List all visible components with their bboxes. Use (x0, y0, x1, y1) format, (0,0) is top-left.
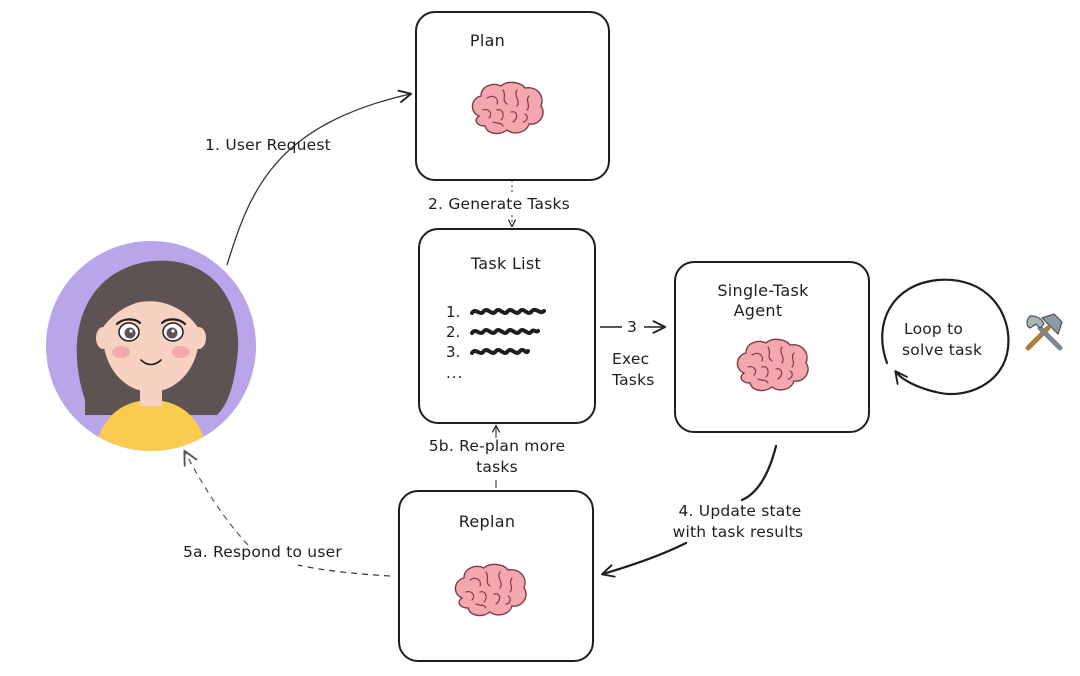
replan-node: Replan (398, 490, 594, 662)
brain-icon (454, 563, 527, 617)
task-item: 1. (446, 302, 546, 322)
edge-label-exec-line1: Exec (612, 350, 650, 368)
edge-label-update-line1: 4. Update state (678, 502, 802, 520)
brain-icon (471, 81, 544, 135)
arrow-respond-user (297, 564, 391, 577)
scribble-line (470, 328, 540, 335)
plan-title: Plan (469, 31, 506, 50)
task-item: 3. (446, 342, 530, 362)
edge-label-respond: 5a. Respond to user (183, 543, 342, 561)
edge-label-replan-more-line1: 5b. Re-plan more (428, 437, 566, 455)
edge-label-exec-line2: Tasks (612, 371, 655, 389)
task-list-title: Task List (470, 254, 542, 273)
edge-label-replan-more-line2: tasks (476, 458, 518, 476)
scribble-line (470, 307, 546, 315)
agent-title-line1: Single-Task (717, 281, 809, 300)
loop-arc (881, 278, 1010, 396)
task-item-number: 1. (446, 303, 461, 321)
agent-node: Single-Task Agent (674, 261, 870, 433)
scribble-line (470, 347, 530, 355)
agent-title-line2: Agent (733, 301, 783, 320)
arrow-respond-user-head (183, 449, 249, 546)
edge-label-step3: 3 (627, 318, 638, 336)
task-item: 2. (446, 322, 540, 342)
loop-label-line1: Loop to (904, 320, 964, 338)
arrow-update-state (603, 444, 778, 574)
user-avatar (46, 241, 256, 451)
brain-icon (736, 338, 809, 392)
loop-label-line2: solve task (902, 341, 983, 359)
task-item-number: 2. (446, 323, 461, 341)
task-list-node: Task List 1. 2. 3. ... (418, 228, 596, 424)
task-list-ellipsis: ... (446, 364, 464, 382)
arrow-user-request (226, 89, 413, 266)
task-item-number: 3. (446, 343, 461, 361)
edge-label-update-line2: with task results (672, 523, 804, 541)
plan-node: Plan (415, 11, 610, 181)
tools-icon (1025, 313, 1063, 351)
replan-title: Replan (458, 512, 516, 531)
edge-label-generate-tasks: 2. Generate Tasks (428, 195, 570, 213)
edge-label-user-request: 1. User Request (205, 136, 331, 154)
